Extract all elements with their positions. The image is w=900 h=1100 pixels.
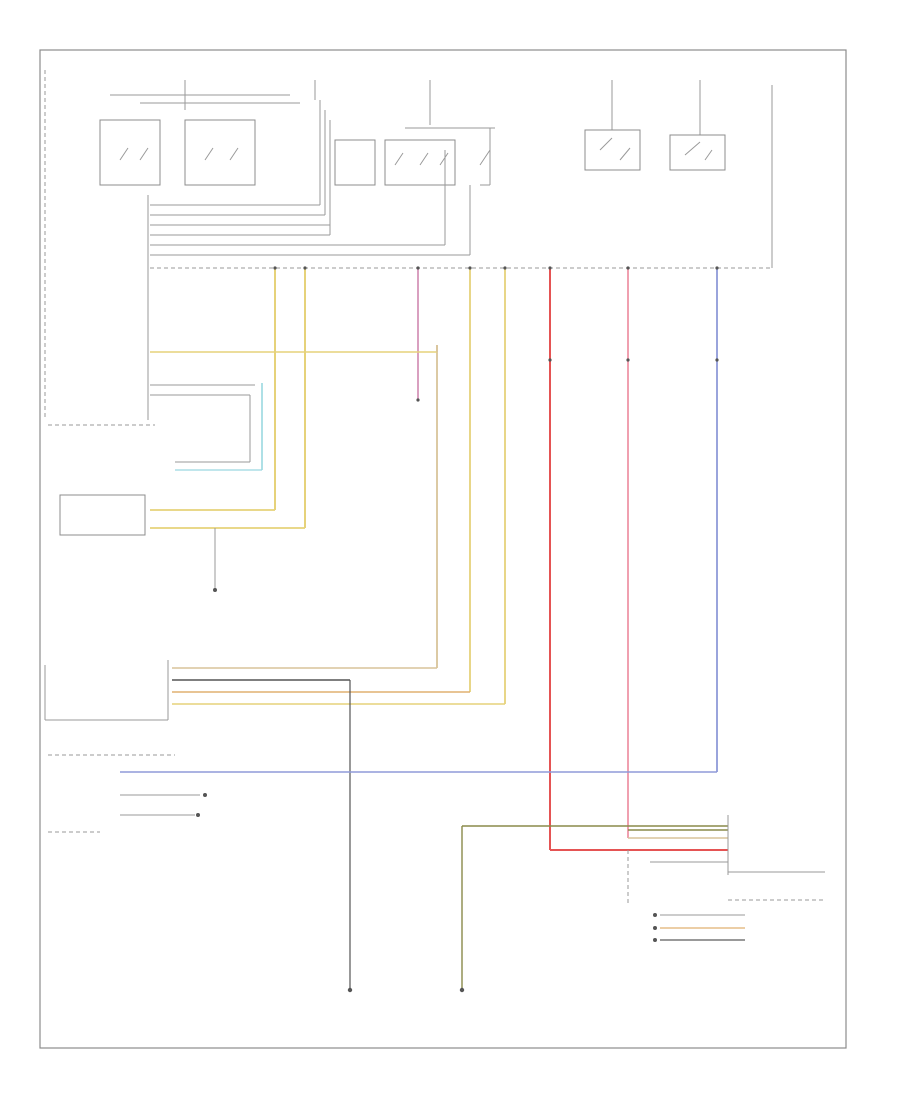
lower-right-module [459,815,825,993]
relay-box-4 [384,139,456,186]
left-harness [48,345,438,592]
relay-box-1 [99,119,161,186]
relay-box-6 [669,134,726,171]
relay-block [99,80,773,420]
sensor-box [59,494,146,536]
vertical-wires [274,268,718,850]
relay-box-2 [184,119,256,186]
connector-pins [273,266,719,402]
lower-left-module [44,660,717,993]
relay-box-5 [584,129,641,171]
diagram-frame [39,49,847,1049]
relay-box-3 [334,139,376,186]
